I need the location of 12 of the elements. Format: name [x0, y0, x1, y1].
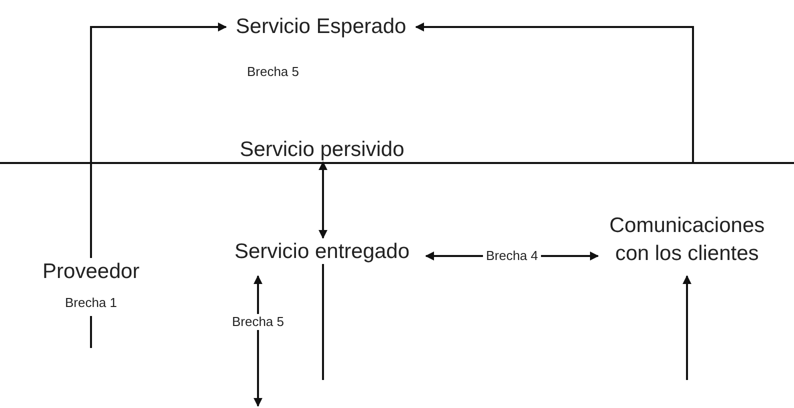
arrow — [318, 161, 328, 239]
node-label: Comunicaciones con los clientes — [608, 213, 766, 267]
connector-line — [322, 264, 324, 380]
node-label: Proveedor — [42, 259, 140, 285]
arrow — [90, 22, 227, 258]
gap-label: Brecha 1 — [64, 294, 118, 312]
node-label: Servicio persivido — [238, 137, 406, 163]
node-label: Servicio entregado — [233, 239, 411, 265]
arrow — [415, 22, 694, 163]
arrow — [682, 275, 692, 380]
connector-line — [90, 316, 92, 348]
node-label: Servicio Esperado — [234, 14, 408, 40]
